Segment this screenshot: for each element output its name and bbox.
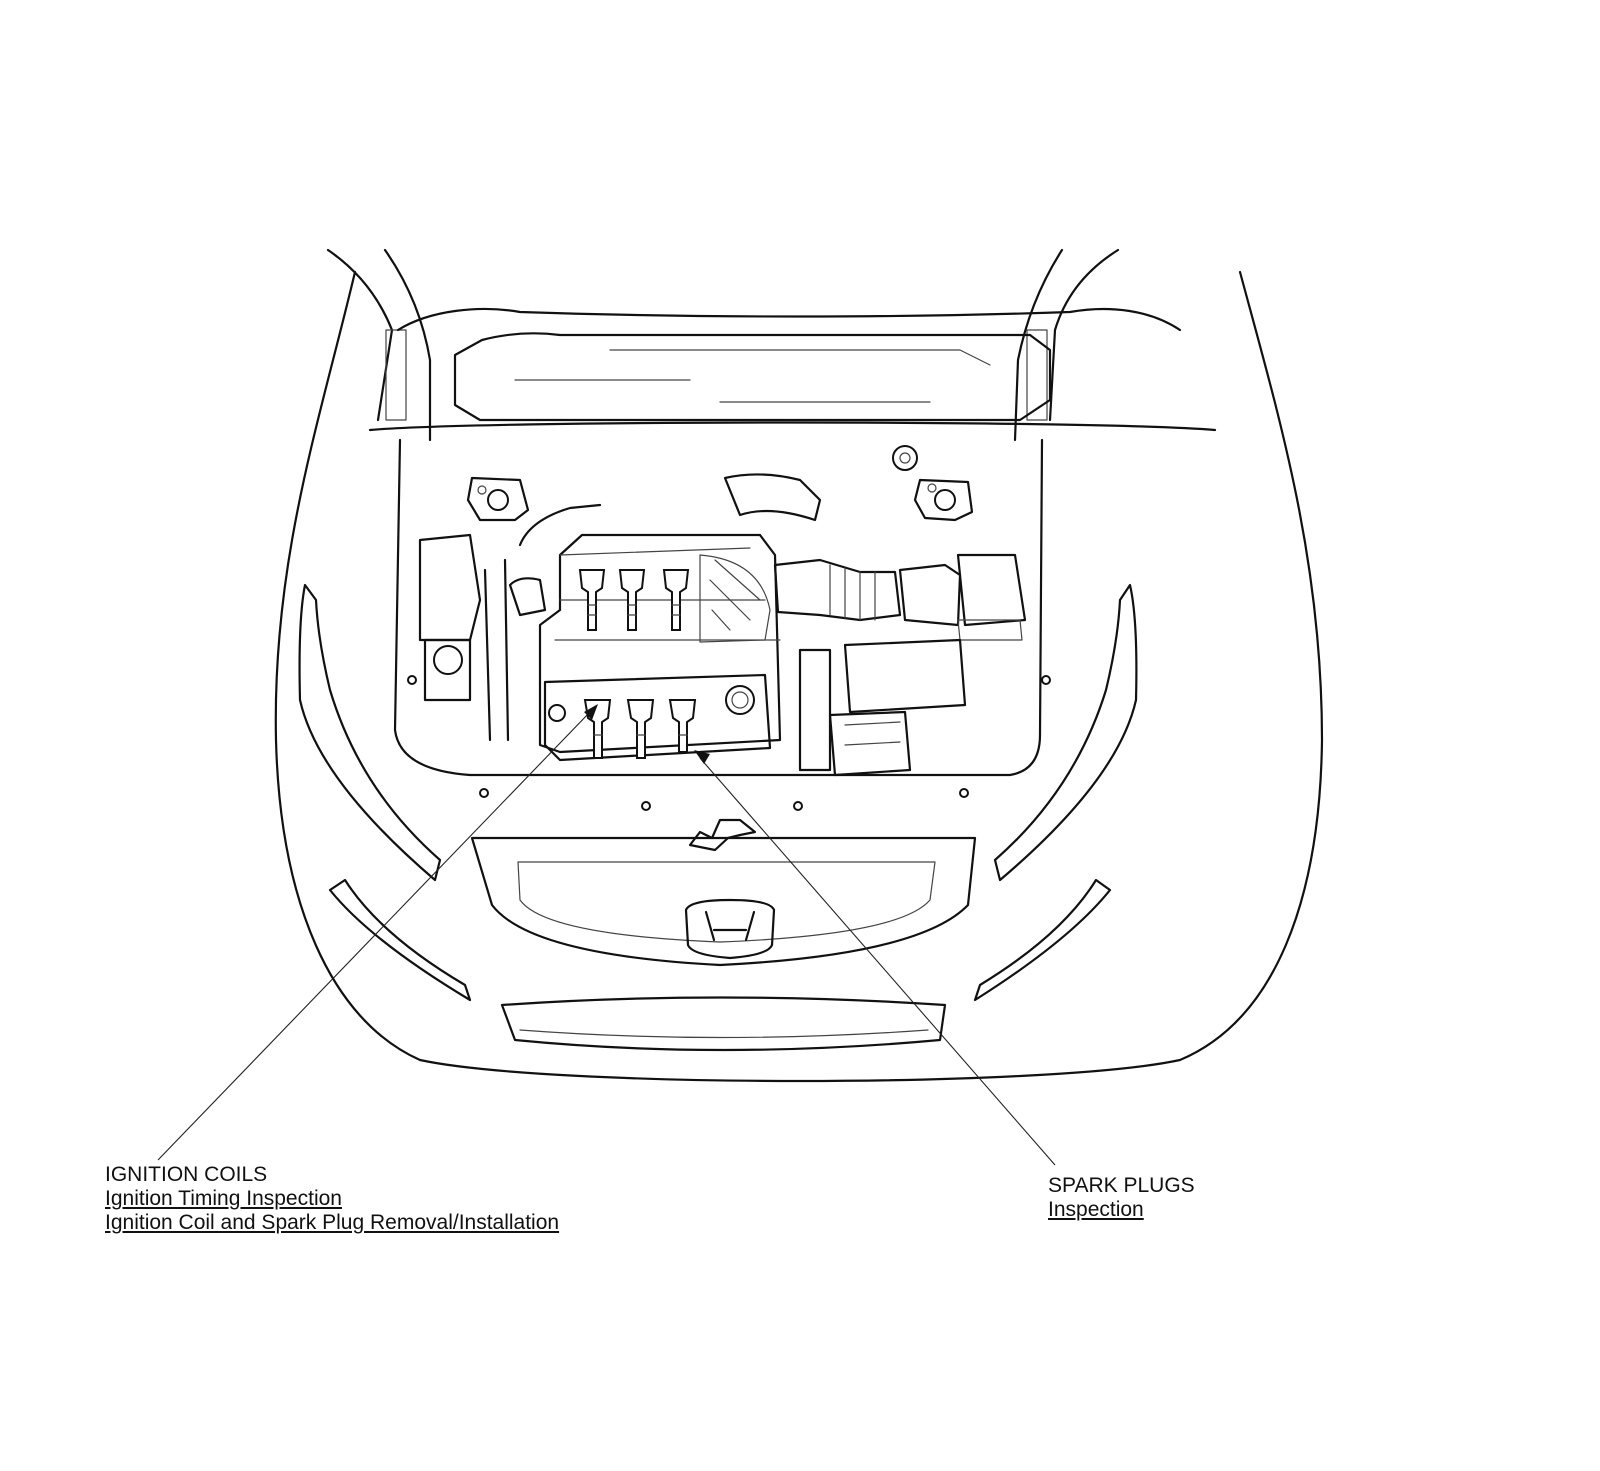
air-intake xyxy=(723,473,1027,641)
car-body xyxy=(274,270,1324,1083)
spark-plugs-leader xyxy=(699,757,1056,1166)
ignition-coils-title: IGNITION COILS xyxy=(105,1163,268,1186)
ignition-coils-leader xyxy=(157,711,591,1161)
ignition-coils-callout: IGNITION COILS Ignition Timing Inspectio… xyxy=(105,1163,559,1235)
coil-plug-removal-installation-link[interactable]: Ignition Coil and Spark Plug Removal/Ins… xyxy=(105,1211,560,1234)
front-grille xyxy=(470,836,977,1052)
strut-towers xyxy=(466,445,974,522)
left-components xyxy=(418,503,602,742)
leader-lines xyxy=(157,704,1056,1166)
engine xyxy=(538,533,782,762)
bolts xyxy=(407,675,1051,811)
spark-plugs-arrow xyxy=(694,750,710,764)
spark-plugs-inspection-link[interactable]: Inspection xyxy=(1048,1198,1144,1221)
ignition-coils-rear xyxy=(578,569,690,631)
hood-props xyxy=(326,248,1120,442)
ignition-coils-front xyxy=(583,699,697,759)
ignition-coils-arrow xyxy=(584,704,598,720)
spark-plugs-title: SPARK PLUGS xyxy=(1048,1174,1195,1197)
emblem xyxy=(684,898,776,960)
battery xyxy=(798,638,967,777)
hood-latch xyxy=(688,818,757,852)
ignition-timing-inspection-link[interactable]: Ignition Timing Inspection xyxy=(105,1187,342,1210)
side-vents xyxy=(298,583,1138,1002)
spark-plugs-callout: SPARK PLUGS Inspection xyxy=(1048,1174,1195,1222)
